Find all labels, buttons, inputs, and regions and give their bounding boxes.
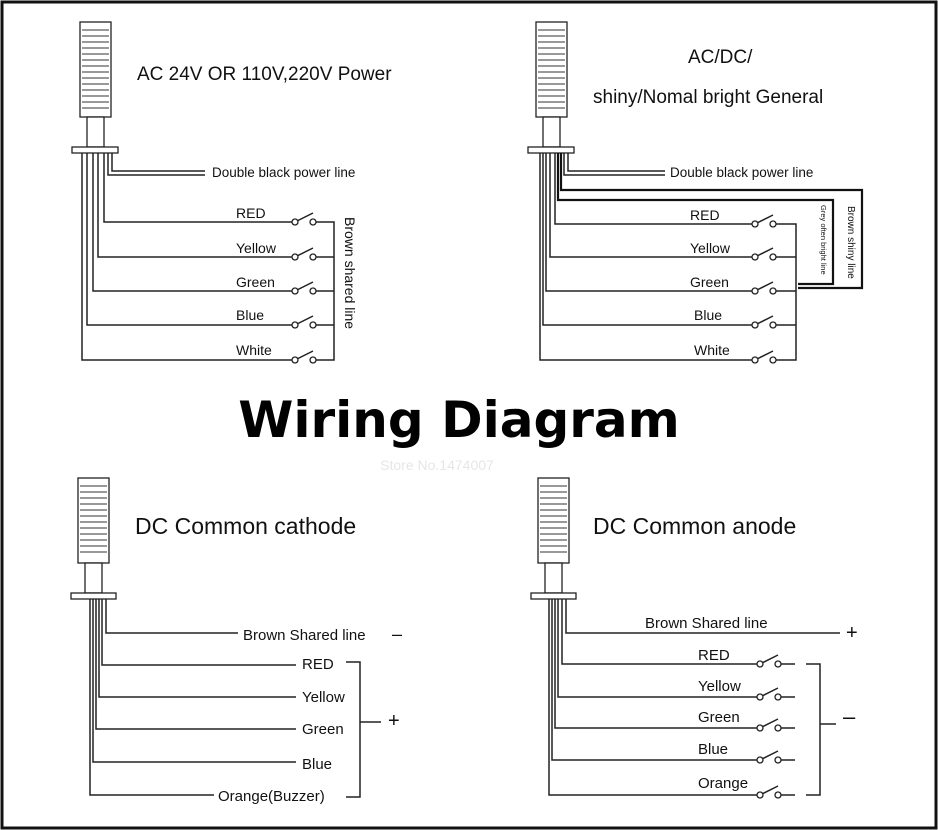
- store-watermark: Store No.1474007: [380, 457, 494, 473]
- channel-label-ac-red: RED: [236, 205, 266, 221]
- channel-label-acdc-green: Green: [690, 274, 729, 290]
- heading-dc-anode: DC Common anode: [593, 513, 796, 539]
- shared-line-label-cathode: Brown Shared line: [243, 627, 366, 644]
- switch-anode-yellow: [756, 687, 782, 701]
- shared-line-label-anode: Brown Shared line: [645, 615, 768, 632]
- switch-anode-red: [756, 654, 782, 668]
- channel-label-ac-yellow: Yellow: [236, 240, 277, 256]
- signal-tower-cathode: [70, 477, 117, 600]
- switch-anode-green: [756, 718, 782, 732]
- grey-line-label: Grey often bright line: [819, 205, 828, 275]
- switch-acdc-yellow: [751, 247, 777, 261]
- channel-label-cathode-red: RED: [302, 656, 334, 673]
- switch-acdc-green: [751, 281, 777, 295]
- shared-sign-cathode: –: [392, 624, 402, 644]
- heading-acdc-line1: AC/DC/: [688, 47, 753, 68]
- group-sign-anode: –: [843, 704, 856, 729]
- switch-ac-blue: [291, 315, 317, 329]
- shared-line-label-ac: Brown shared line: [342, 217, 358, 329]
- channel-label-ac-white: White: [236, 342, 272, 358]
- switch-ac-green: [291, 281, 317, 295]
- signal-tower-acdc: [527, 21, 575, 154]
- switch-acdc-red: [751, 214, 777, 228]
- group-sign-cathode: +: [388, 710, 400, 732]
- panel-dc-cathode: DC Common cathode Brown Shared line – RE…: [70, 477, 402, 805]
- heading-ac: AC 24V OR 110V,220V Power: [137, 64, 392, 85]
- channel-label-anode-red: RED: [698, 647, 730, 664]
- channel-label-acdc-white: White: [694, 342, 730, 358]
- signal-tower-ac: [71, 21, 119, 154]
- channel-label-cathode-yellow: Yellow: [302, 689, 345, 706]
- channel-label-acdc-yellow: Yellow: [690, 240, 731, 256]
- switch-acdc-white: [751, 350, 777, 364]
- channel-label-anode-blue: Blue: [698, 741, 728, 758]
- switch-anode-orange: [756, 785, 782, 799]
- panel-acdc: AC/DC/ shiny/Nomal bright General Double…: [527, 21, 864, 364]
- power-line-label-acdc: Double black power line: [670, 165, 813, 180]
- switch-acdc-blue: [751, 315, 777, 329]
- channel-label-acdc-red: RED: [690, 207, 720, 223]
- panel-ac: AC 24V OR 110V,220V Power Double black p…: [71, 21, 392, 364]
- switch-ac-yellow: [291, 247, 317, 261]
- channel-label-anode-orange: Orange: [698, 775, 748, 792]
- switch-anode-blue: [756, 750, 782, 764]
- channel-label-ac-green: Green: [236, 274, 275, 290]
- channel-label-anode-green: Green: [698, 709, 740, 726]
- channel-label-ac-blue: Blue: [236, 307, 264, 323]
- channel-label-cathode-blue: Blue: [302, 756, 332, 773]
- channel-label-anode-yellow: Yellow: [698, 678, 741, 695]
- panel-dc-anode: DC Common anode Brown Shared line + RED …: [530, 477, 858, 799]
- diagram-title: Wiring Diagram: [238, 391, 680, 449]
- signal-tower-anode: [530, 477, 577, 600]
- shared-sign-anode: +: [846, 622, 858, 644]
- shiny-line-label: Brown shiny line: [845, 206, 856, 279]
- heading-dc-cathode: DC Common cathode: [135, 513, 356, 539]
- heading-acdc-line2: shiny/Nomal bright General: [593, 87, 823, 108]
- channel-label-cathode-green: Green: [302, 721, 344, 738]
- power-line-label-ac: Double black power line: [212, 165, 355, 180]
- switch-ac-white: [291, 350, 317, 364]
- switch-ac-red: [291, 212, 317, 226]
- channel-label-cathode-orange: Orange(Buzzer): [218, 788, 325, 805]
- channel-label-acdc-blue: Blue: [694, 307, 722, 323]
